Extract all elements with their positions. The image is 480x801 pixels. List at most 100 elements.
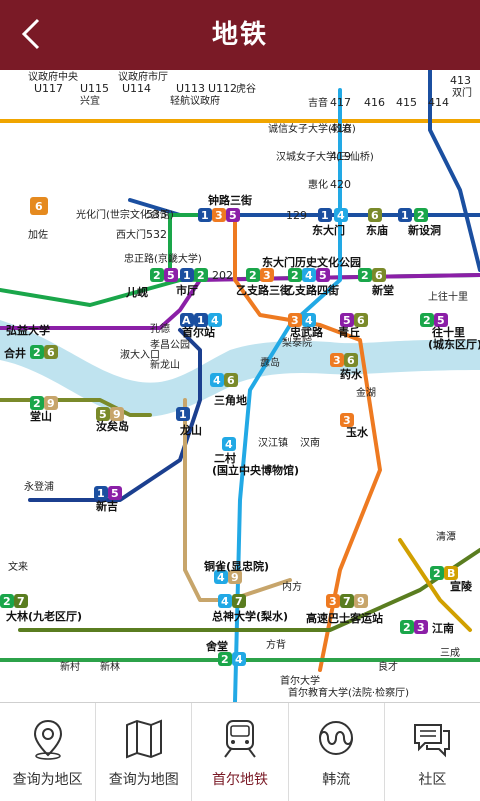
svg-text:新设洞: 新设洞 — [408, 223, 441, 237]
svg-text:高速巴士客运站: 高速巴士客运站 — [306, 611, 383, 625]
subway-map-canvas[interactable]: 1 3 5 1 4 6 1 2 2 5 1 2 2 3 2 4 5 2 6 A … — [0, 70, 480, 702]
svg-text:大林(九老区厅): 大林(九老区厅) — [6, 609, 82, 623]
svg-text:良才: 良才 — [378, 660, 398, 673]
svg-text:6: 6 — [347, 354, 355, 367]
svg-text:首尔站: 首尔站 — [182, 325, 215, 339]
svg-text:4: 4 — [211, 314, 219, 327]
taeguk-icon — [319, 721, 354, 755]
svg-text:永登浦: 永登浦 — [24, 480, 54, 493]
svg-text:2: 2 — [433, 567, 441, 580]
svg-text:2: 2 — [221, 653, 229, 666]
svg-text:乙支路三街: 乙支路三街 — [236, 283, 291, 297]
svg-text:清潭: 清潭 — [436, 530, 456, 543]
tab-korean-wave[interactable]: 韩流 — [289, 703, 385, 801]
svg-text:文来: 文来 — [8, 560, 28, 573]
svg-text:2: 2 — [417, 209, 425, 222]
svg-text:总神大学(梨水): 总神大学(梨水) — [212, 609, 288, 623]
svg-text:钟路三街: 钟路三街 — [208, 193, 252, 207]
svg-text:9: 9 — [231, 571, 239, 584]
svg-text:4: 4 — [225, 438, 233, 451]
svg-text:414: 414 — [428, 96, 449, 109]
svg-text:方背: 方背 — [266, 638, 286, 651]
station-badges[interactable]: 1 3 5 1 4 6 1 2 2 5 1 2 2 3 2 4 5 2 6 A … — [0, 197, 458, 666]
svg-text:420: 420 — [330, 178, 351, 191]
svg-text:6: 6 — [357, 314, 365, 327]
svg-text:江南: 江南 — [432, 621, 454, 635]
svg-text:202: 202 — [212, 269, 233, 282]
svg-text:1: 1 — [197, 314, 205, 327]
location-pin-icon — [33, 719, 62, 760]
svg-text:诚信女子大学(敦岩): 诚信女子大学(敦岩) — [268, 122, 356, 135]
subway-train-icon — [224, 720, 256, 758]
svg-text:4: 4 — [235, 653, 243, 666]
svg-text:1: 1 — [179, 408, 187, 421]
tab-label: 首尔地铁 — [212, 772, 268, 788]
svg-text:9: 9 — [47, 397, 55, 410]
svg-text:2: 2 — [33, 397, 41, 410]
svg-text:新堂: 新堂 — [372, 283, 394, 297]
svg-text:新吉: 新吉 — [96, 499, 118, 513]
svg-text:416: 416 — [364, 96, 385, 109]
svg-text:轻航议政府: 轻航议政府 — [170, 94, 220, 107]
svg-text:三成: 三成 — [440, 647, 460, 659]
svg-text:3: 3 — [215, 209, 223, 222]
tab-seoul-subway[interactable]: 首尔地铁 — [192, 703, 289, 801]
svg-text:龙山: 龙山 — [179, 423, 202, 437]
tab-label: 社区 — [418, 772, 447, 788]
svg-text:1: 1 — [183, 269, 191, 282]
svg-text:双门: 双门 — [452, 86, 472, 99]
svg-text:汉江镇: 汉江镇 — [258, 436, 288, 449]
svg-text:3: 3 — [291, 314, 299, 327]
svg-text:U113: U113 — [176, 82, 205, 95]
svg-text:4: 4 — [217, 571, 225, 584]
svg-text:议政府中央: 议政府中央 — [28, 70, 78, 83]
svg-text:虎谷: 虎谷 — [236, 83, 256, 95]
svg-text:东庙: 东庙 — [366, 223, 388, 237]
svg-text:兴宜: 兴宜 — [80, 94, 100, 107]
svg-text:惠化: 惠化 — [308, 178, 328, 191]
svg-text:4: 4 — [337, 209, 345, 222]
svg-text:西大门: 西大门 — [116, 228, 146, 241]
svg-text:2: 2 — [423, 314, 431, 327]
svg-text:1: 1 — [401, 209, 409, 222]
svg-text:新村: 新村 — [60, 660, 80, 673]
subway-map[interactable]: 1 3 5 1 4 6 1 2 2 5 1 2 2 3 2 4 5 2 6 A … — [0, 70, 480, 702]
svg-text:东大门: 东大门 — [312, 223, 345, 237]
tab-search-by-map[interactable]: 查询为地图 — [96, 703, 193, 801]
svg-text:药水: 药水 — [340, 367, 363, 381]
svg-text:6: 6 — [227, 374, 235, 387]
svg-text:玉水: 玉水 — [346, 425, 369, 439]
svg-text:3: 3 — [333, 354, 341, 367]
svg-text:议政府市厅: 议政府市厅 — [118, 70, 168, 83]
svg-text:舍堂: 舍堂 — [206, 639, 228, 653]
svg-text:5: 5 — [343, 314, 351, 327]
svg-text:415: 415 — [396, 96, 417, 109]
svg-text:铜雀(显忠院): 铜雀(显忠院) — [203, 559, 269, 573]
top-app-bar: 地铁 — [0, 0, 480, 70]
svg-text:4: 4 — [305, 269, 313, 282]
svg-text:7: 7 — [17, 595, 25, 608]
svg-text:7: 7 — [343, 595, 351, 608]
svg-text:往十里: 往十里 — [432, 325, 465, 339]
svg-text:儿岘: 儿岘 — [125, 285, 148, 299]
svg-text:新林: 新林 — [100, 660, 120, 673]
back-arrow-icon[interactable] — [14, 16, 50, 52]
tab-search-by-region[interactable]: 查询为地区 — [0, 703, 97, 801]
svg-text:U117: U117 — [34, 82, 63, 95]
svg-text:孝昌公园: 孝昌公园 — [150, 339, 190, 351]
svg-text:U114: U114 — [122, 82, 151, 95]
svg-text:二村: 二村 — [214, 451, 236, 465]
tab-community[interactable]: 社区 — [385, 703, 480, 801]
svg-text:三角地: 三角地 — [214, 393, 247, 407]
svg-text:东大门历史文化公园: 东大门历史文化公园 — [262, 255, 361, 269]
svg-text:1: 1 — [201, 209, 209, 222]
svg-text:(城东区厅): (城东区厅) — [428, 337, 480, 351]
bottom-tab-bar: 查询为地区 查询为地图 首尔地铁 韩流 — [0, 702, 480, 801]
svg-text:7: 7 — [235, 595, 243, 608]
svg-text:光化门(世宗文化会馆): 光化门(世宗文化会馆) — [76, 208, 174, 221]
svg-text:忠武路: 忠武路 — [290, 325, 324, 339]
svg-text:419: 419 — [330, 150, 351, 163]
svg-text:2: 2 — [197, 269, 205, 282]
svg-text:9: 9 — [113, 408, 121, 421]
svg-text:梨泰院: 梨泰院 — [282, 336, 312, 349]
